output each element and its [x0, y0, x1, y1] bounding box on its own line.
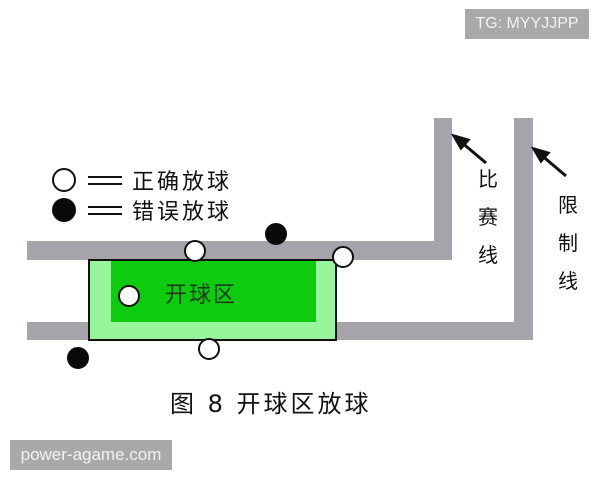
ball-correct-top-line [184, 240, 206, 262]
limit-line-label: 限 制 线 [556, 186, 580, 300]
char: 制 [558, 231, 578, 255]
legend-correct-label: 正确放球 [132, 170, 233, 195]
ball-correct-inside-zone [118, 285, 140, 307]
limit-line-vertical [514, 118, 533, 340]
equals-icon [88, 205, 122, 215]
watermark-top-right: TG: MYYJJPP [465, 9, 589, 39]
figure-caption: 图 8 开球区放球 [170, 390, 372, 418]
char: 比 [478, 167, 498, 191]
arrow-icon [450, 133, 487, 165]
legend-wrong: 错误放球 [52, 197, 233, 225]
watermark-bottom-left: power-agame.com [10, 440, 172, 470]
kickoff-zone-inner [111, 261, 316, 322]
ball-correct-zone-corner [332, 246, 354, 268]
black-circle-icon [52, 198, 76, 222]
ball-wrong-above-line [265, 223, 287, 245]
kickoff-zone: 开球区 [88, 259, 337, 341]
play-line-vertical [434, 118, 452, 260]
play-line-label: 比 赛 线 [476, 160, 500, 274]
ball-correct-zone-bottom [198, 338, 220, 360]
ball-wrong-below-zone [67, 347, 89, 369]
char: 线 [558, 269, 578, 293]
char: 线 [478, 243, 498, 267]
white-circle-icon [52, 168, 76, 192]
arrow-icon [530, 146, 567, 178]
legend-correct: 正确放球 [52, 167, 233, 195]
char: 赛 [478, 205, 498, 229]
legend-wrong-label: 错误放球 [132, 200, 233, 225]
char: 限 [558, 193, 578, 217]
kickoff-zone-label: 开球区 [165, 283, 238, 308]
equals-icon [88, 175, 122, 185]
